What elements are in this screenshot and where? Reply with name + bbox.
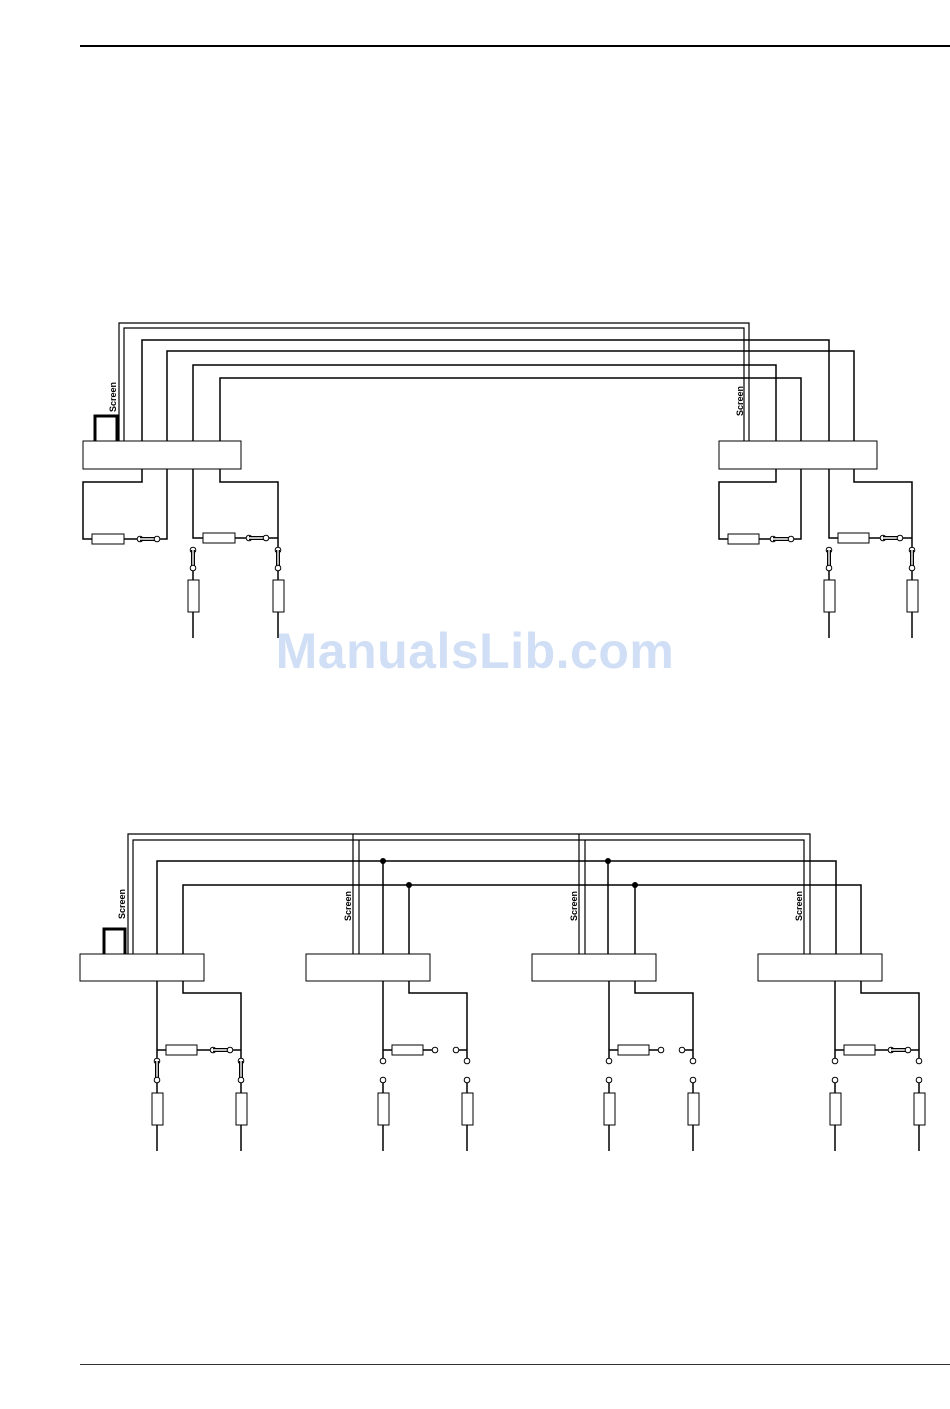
resistor <box>618 1045 649 1055</box>
resistor <box>830 1093 841 1125</box>
wire <box>193 469 203 538</box>
resistor <box>236 1093 247 1125</box>
wiring-diagram-two-units: Screen Screen <box>83 323 918 638</box>
screen-label: Screen <box>117 889 127 919</box>
resistor <box>273 580 284 612</box>
wiring-diagram-four-units: Screen Screen Screen Screen <box>80 834 925 1151</box>
screen-label: Screen <box>343 891 353 921</box>
footer-rule <box>80 1364 950 1365</box>
resistor <box>914 1093 925 1125</box>
screen-bracket <box>95 416 117 441</box>
terminal <box>826 565 832 571</box>
screen-label: Screen <box>569 891 579 921</box>
terminal <box>658 1047 664 1053</box>
wire <box>157 861 836 954</box>
wire <box>83 469 142 539</box>
resistor <box>92 534 124 544</box>
screen-bracket <box>104 929 125 954</box>
terminal <box>453 1047 459 1053</box>
screen-wire-outer <box>128 834 810 954</box>
unit-box-2 <box>719 441 877 469</box>
resistor <box>838 533 869 543</box>
wire <box>829 469 838 538</box>
terminal <box>832 1077 838 1083</box>
terminal <box>909 565 915 571</box>
junction-dot <box>406 882 412 888</box>
resistor <box>203 533 235 543</box>
screen-wire-inner <box>133 840 804 954</box>
terminal <box>154 536 160 542</box>
terminal <box>606 1058 612 1064</box>
terminal <box>190 565 196 571</box>
unit-box-4 <box>758 954 882 981</box>
wire <box>193 365 776 441</box>
wire <box>183 885 861 954</box>
wire <box>142 340 829 441</box>
resistor <box>728 534 759 544</box>
resistor <box>166 1045 197 1055</box>
terminal <box>227 1047 233 1053</box>
terminal <box>690 1077 696 1083</box>
terminal <box>380 1077 386 1083</box>
terminal <box>905 1047 911 1053</box>
wire <box>160 469 167 539</box>
screen-wire-inner <box>124 328 744 441</box>
terminal <box>238 1077 244 1083</box>
screen-label: Screen <box>735 386 745 416</box>
wire <box>220 378 801 441</box>
terminal <box>432 1047 438 1053</box>
unit-box-1 <box>80 954 204 981</box>
watermark: ManualsLib.com <box>0 622 950 680</box>
terminal <box>380 1058 386 1064</box>
terminal <box>464 1077 470 1083</box>
terminal <box>916 1077 922 1083</box>
terminal <box>154 1077 160 1083</box>
resistor <box>907 580 918 612</box>
resistor <box>604 1093 615 1125</box>
resistor <box>844 1045 875 1055</box>
unit-box-3 <box>532 954 656 981</box>
unit-box-1 <box>83 441 241 469</box>
resistor <box>152 1093 163 1125</box>
terminal <box>679 1047 685 1053</box>
terminal <box>464 1058 470 1064</box>
wire <box>794 469 801 539</box>
wire <box>719 469 776 539</box>
resistor <box>392 1045 423 1055</box>
resistor <box>688 1093 699 1125</box>
junction-dot <box>380 858 386 864</box>
screen-label: Screen <box>794 891 804 921</box>
terminal <box>897 535 903 541</box>
terminal <box>263 535 269 541</box>
junction-dot <box>605 858 611 864</box>
unit-box-2 <box>306 954 430 981</box>
screen-label: Screen <box>108 382 118 412</box>
resistor <box>824 580 835 612</box>
terminal <box>275 565 281 571</box>
resistor <box>378 1093 389 1125</box>
terminal <box>690 1058 696 1064</box>
resistor <box>462 1093 473 1125</box>
terminal <box>606 1077 612 1083</box>
terminal <box>832 1058 838 1064</box>
terminal <box>788 536 794 542</box>
junction-dot <box>632 882 638 888</box>
resistor <box>188 580 199 612</box>
terminal <box>916 1058 922 1064</box>
